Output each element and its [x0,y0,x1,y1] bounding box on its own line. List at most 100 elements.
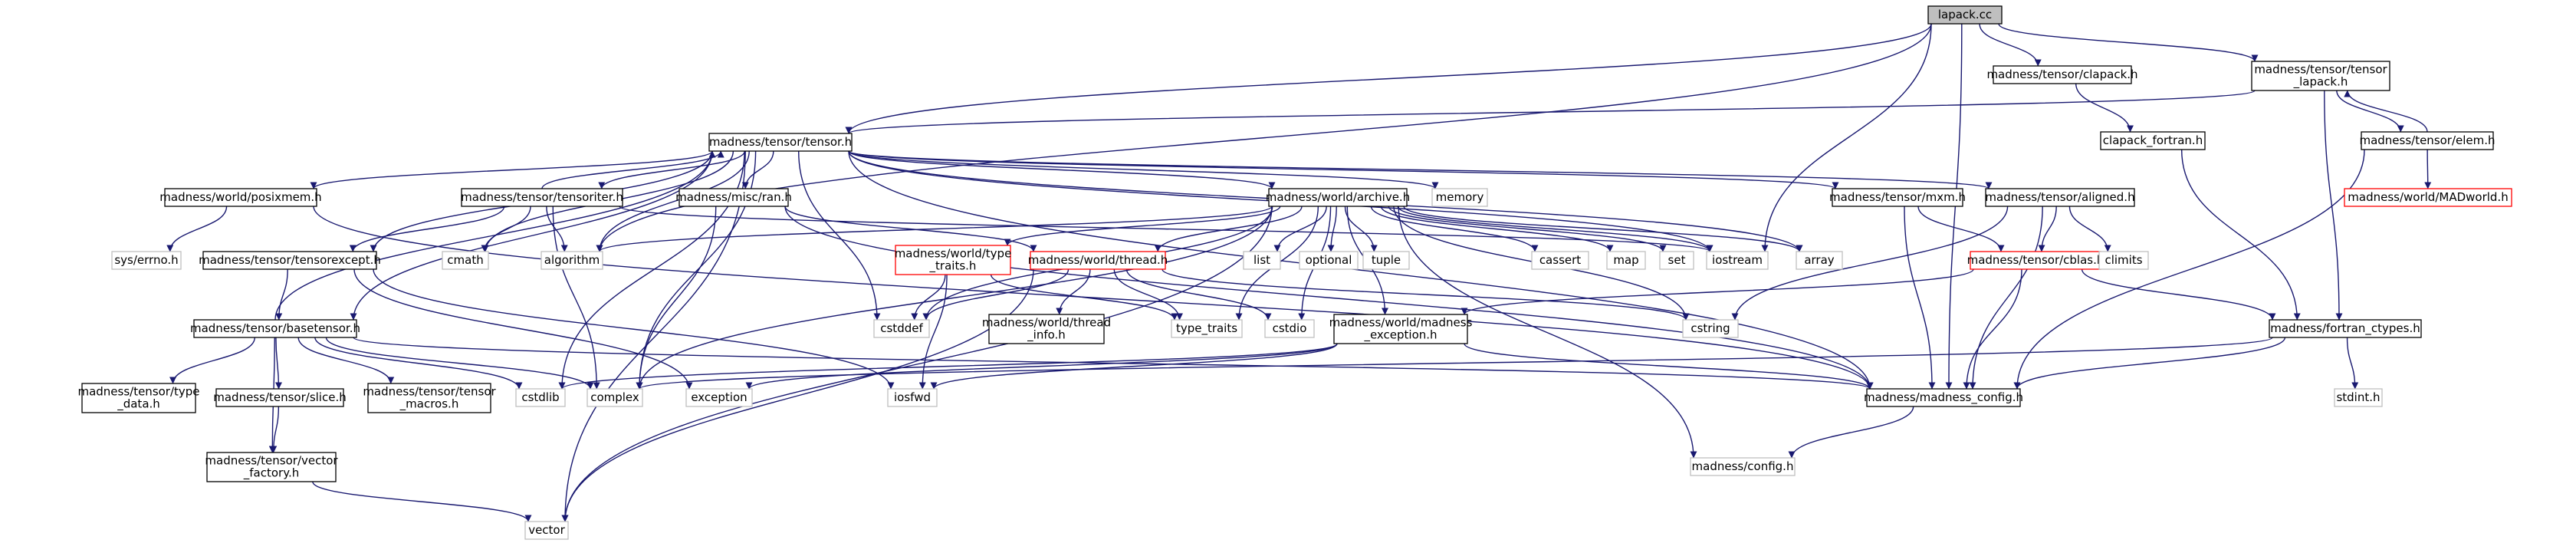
node-basetensor[interactable]: madness/tensor/basetensor.h [190,319,360,338]
node-madness-exception[interactable]: madness/world/madness_exception.h [1329,314,1473,344]
node-iostream[interactable]: iostream [1706,251,1769,270]
node-ran[interactable]: madness/misc/ran.h [675,188,792,207]
node-madworld[interactable]: madness/world/MADworld.h [2344,188,2512,207]
node-box [215,388,344,407]
node-array[interactable]: array [1796,251,1843,270]
edge-tensor-to-ran [741,150,774,189]
node-label: set [1668,253,1686,267]
node-fortran-ctypes[interactable]: madness/fortran_ctypes.h [2269,319,2422,338]
node-box [193,319,357,338]
node-tensor-lapack[interactable]: madness/tensor/tensor_lapack.h [2251,61,2390,91]
node-vector[interactable]: vector [524,521,569,540]
edge-tensor-to-basetensor [350,150,713,321]
node-box [1606,251,1646,270]
node-archive[interactable]: madness/world/archive.h [1266,188,1410,207]
node-box [988,314,1105,344]
edge-basetensor-to-tensor [274,150,716,321]
node-cmath[interactable]: cmath [442,251,489,270]
edge-aligned-to-climits [2068,206,2111,252]
node-label: madness/tensor/vector [205,454,338,468]
node-cstdlib[interactable]: cstdlib [515,388,566,407]
node-set[interactable]: set [1659,251,1694,270]
node-tuple[interactable]: tuple [1362,251,1410,270]
node-lapack[interactable]: lapack.cc [1927,5,2003,25]
edge-tensor-lapack-to-tensor [846,90,2256,134]
node-tensor[interactable]: madness/tensor/tensor.h [708,133,853,152]
node-label: stdint.h [2336,390,2380,404]
edge-basetensor-to-tensor-macros [297,337,395,384]
node-algorithm[interactable]: algorithm [540,251,603,270]
node-clapack-fortran[interactable]: clapack_fortran.h [2100,131,2206,150]
edge-tensor-lapack-to-elem [2336,90,2404,133]
node-tensor-type-data[interactable]: madness/tensor/type_data.h [77,383,200,413]
node-box [1690,457,1796,476]
nodes-layer: lapack.cc madness/tensor/clapack.h madness… [77,5,2512,540]
node-clapack[interactable]: madness/tensor/clapack.h [1986,65,2138,84]
node-memory[interactable]: memory [1431,188,1488,207]
node-optional[interactable]: optional [1299,251,1359,270]
edge-tensor-to-algorithm [596,150,750,252]
edges-layer [166,23,2432,522]
edge-archive-to-config [1398,206,1697,459]
node-label: madness/world/MADworld.h [2348,190,2508,204]
node-label: madness/world/archive.h [1266,190,1410,204]
node-type-traits[interactable]: type_traits [1171,319,1243,338]
node-box [708,133,853,152]
node-list[interactable]: list [1243,251,1281,270]
node-box [1264,319,1315,338]
node-label: madness/tensor/aligned.h [1985,190,2134,204]
edge-tensorexcept-to-exception [353,268,693,390]
edge-thread-to-type-traits [1113,268,1183,321]
node-box [2344,188,2512,207]
node-tensoriter[interactable]: madness/tensor/tensoriter.h [461,188,623,207]
node-label: tuple [1372,253,1401,267]
node-thread[interactable]: madness/world/thread.h [1028,251,1168,270]
edge-vector-factory-to-vector [312,481,532,522]
node-iosfwd[interactable]: iosfwd [887,388,938,407]
node-cstdio[interactable]: cstdio [1264,319,1315,338]
edge-tensor-to-mxm [848,150,1839,189]
node-cstring[interactable]: cstring [1682,319,1739,338]
node-slice[interactable]: madness/tensor/slice.h [213,388,347,407]
node-box [1531,251,1589,270]
node-map[interactable]: map [1606,251,1646,270]
node-thread-info[interactable]: madness/world/thread_info.h [982,314,1111,344]
node-label: madness/tensor/type [77,385,199,399]
node-syserrno[interactable]: sys/errno.h [111,251,182,270]
node-cblas[interactable]: madness/tensor/cblas.h [1967,251,2104,270]
node-label: lapack.cc [1938,8,1992,21]
node-vector-factory[interactable]: madness/tensor/vector_factory.h [205,452,338,482]
node-label: memory [1436,190,1484,204]
edge-thread-to-thread-info [1056,268,1091,315]
node-box [81,383,196,413]
node-config[interactable]: madness/config.h [1690,457,1796,476]
node-stdint[interactable]: stdint.h [2334,388,2383,407]
node-exception[interactable]: exception [685,388,753,407]
node-label: madness/world/type [895,247,1012,261]
edge-clapack-fortran-to-fortran-ctypes [2180,149,2301,321]
edge-archive-to-iostream [1397,206,1714,252]
node-complex[interactable]: complex [586,388,643,407]
edge-aligned-to-madness-config [1969,206,2043,390]
node-posixmem[interactable]: madness/world/posixmem.h [159,188,322,207]
edge-tensor-to-vector [561,150,746,522]
edge-archive-to-typetraits-h [1004,206,1281,246]
node-typetraits-h[interactable]: madness/world/type_traits.h [895,245,1012,275]
node-madness-config[interactable]: madness/madness_config.h [1864,388,2023,407]
node-tensor-macros[interactable]: madness/tensor/tensor_macros.h [363,383,497,413]
node-box [2100,131,2206,150]
node-elem[interactable]: madness/tensor/elem.h [2359,131,2496,150]
edge-slice-to-vector-factory [270,406,280,453]
node-cstddef[interactable]: cstddef [873,319,930,338]
node-label: optional [1306,253,1352,267]
node-climits[interactable]: climits [2098,251,2149,270]
edge-ran-to-complex [636,206,717,390]
node-tensorexcept[interactable]: madness/tensor/tensorexcept.h [199,251,381,270]
node-box [1927,5,2003,25]
node-cassert[interactable]: cassert [1531,251,1589,270]
edge-tensor-to-archive [848,150,1276,189]
node-mxm[interactable]: madness/tensor/mxm.h [1829,188,1966,207]
node-aligned[interactable]: madness/tensor/aligned.h [1985,188,2135,207]
edge-elem-to-madworld [2424,149,2432,189]
